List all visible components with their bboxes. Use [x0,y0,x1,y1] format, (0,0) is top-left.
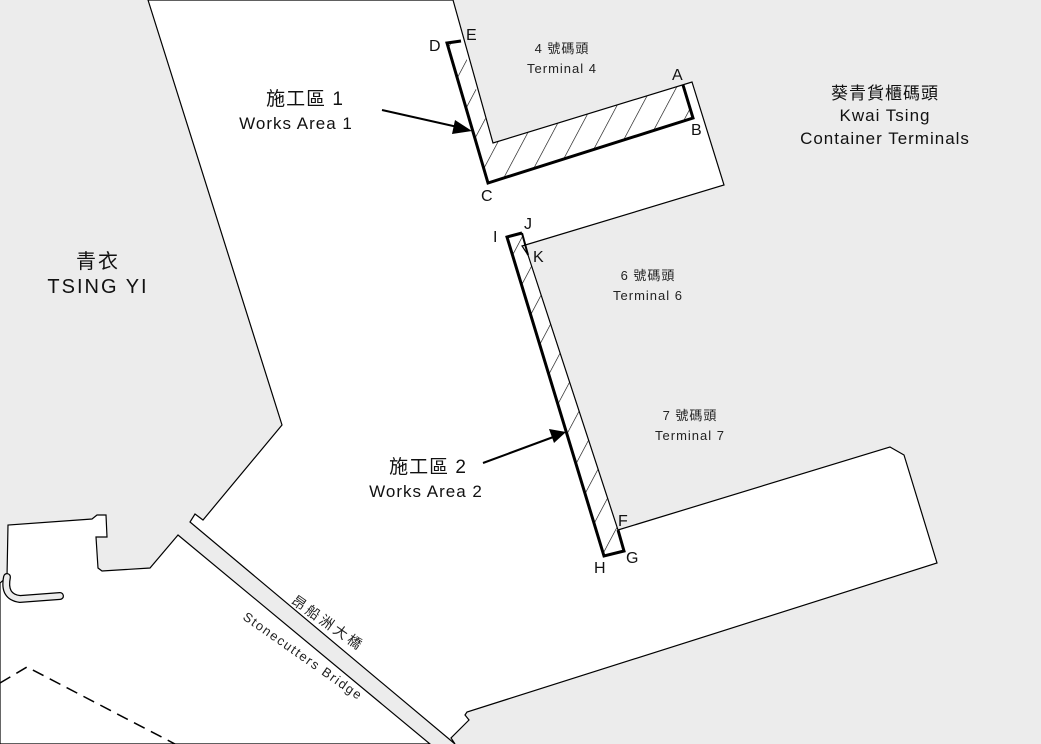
works-area-1-label-en: Works Area 1 [239,114,353,133]
point-b: B [691,122,702,139]
point-h: H [594,560,606,577]
water-rambler-channel [147,0,938,744]
boundary-dashed-line [0,666,176,744]
point-e: E [466,27,477,44]
water-south [0,514,431,744]
point-d: D [429,38,441,55]
works-area-1[interactable] [447,41,693,183]
point-c: C [481,188,493,205]
works-area-1-arrow [381,109,472,134]
works-area-2-label-zh: 施工區 2 [389,457,467,478]
terminal7-label-en: Terminal 7 [655,428,725,443]
terminal6-label-zh: 6 號碼頭 [620,268,676,283]
point-a: A [672,67,683,84]
terminal4-label-zh: 4 號碼頭 [534,41,590,56]
point-i: I [493,229,498,246]
point-f: F [618,513,628,530]
works-area-2-arrow [482,429,566,464]
works-area-2[interactable] [507,233,624,556]
tsing-yi-label-en: TSING YI [47,276,149,298]
works-area-1-label-zh: 施工區 1 [266,89,344,110]
point-k: K [533,249,544,266]
point-g: G [626,550,639,567]
terminal4-label-en: Terminal 4 [527,61,597,76]
point-j: J [524,216,532,233]
terminal7-label-zh: 7 號碼頭 [662,408,718,423]
works-area-2-label-en: Works Area 2 [369,482,483,501]
kwai-tsing-label-zh: 葵青貨櫃碼頭 [831,84,939,103]
tsing-yi-label-zh: 青衣 [76,251,120,273]
kwai-tsing-label-en1: Kwai Tsing [839,106,931,125]
terminal6-label-en: Terminal 6 [613,288,683,303]
kwai-tsing-label-en2: Container Terminals [800,129,970,148]
